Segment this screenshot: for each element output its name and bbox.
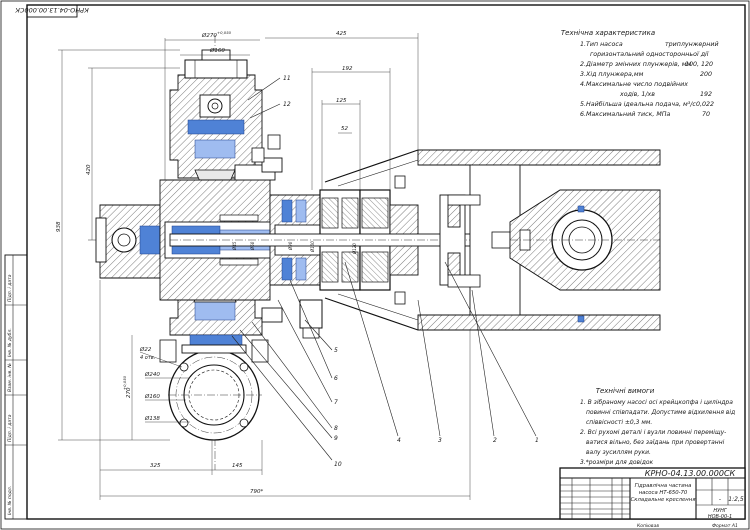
spec-label-3: 2.Діаметр змінних плунжерів, мм [580, 60, 691, 68]
dim-small-4: Ø100 [310, 241, 315, 253]
spec-value-1: триплунжерний [665, 41, 719, 48]
callout-6: 6 [334, 375, 338, 382]
dim-d240: Ø240 [144, 371, 160, 378]
format-caption: Формат А1 [712, 523, 738, 529]
title-code: КРНО-04.13.00.000СК [645, 469, 736, 478]
tech-requirements: Технічні вимоги 1. В зібраному насосі ос… [580, 387, 735, 466]
tech-req-line-2: повинні співпадати. Допустиме відхилення… [586, 409, 735, 416]
spec-value-3: 100, 120 [685, 61, 713, 68]
dim-d138: Ø138 [144, 415, 160, 422]
stamp-text: КРНО-04.13.00.000СК [15, 6, 89, 14]
dimensions: Ø270 +0,050 Ø160 425 192 125 52 420 938 … [56, 30, 471, 500]
dim-d160: Ø160 [209, 47, 225, 54]
dim-192: 192 [342, 66, 353, 72]
spec-value-8: 70 [702, 111, 710, 118]
callout-11: 11 [283, 75, 291, 82]
spec-label-7: 5.Найбільша ідеальна подача, м³/с [580, 100, 696, 108]
crosshead [509, 189, 661, 323]
dim-145: 145 [232, 463, 243, 469]
callout-3: 3 [438, 437, 442, 444]
dim-938: 938 [56, 221, 62, 232]
dim-270b-tol: +0,050 [122, 375, 127, 390]
title-name-2: насоса НТ-650-70 [639, 490, 688, 496]
dim-790: 790* [250, 489, 263, 495]
spec-label-2: горизонтальний односторонньої дії [590, 50, 710, 58]
callout-10: 10 [334, 461, 342, 468]
title-block: КРНО-04.13.00.000СК Гідравлічна частина … [559, 467, 746, 529]
dim-425: 425 [336, 31, 347, 37]
tech-req-heading: Технічні вимоги [596, 387, 655, 395]
strip-label-4: Підп. і дата [7, 414, 13, 442]
dim-125: 125 [336, 98, 347, 104]
title-name-3: Складальне креслення [631, 497, 697, 503]
dim-small-2: Ø60 [250, 241, 255, 251]
dim-52: 52 [341, 126, 348, 132]
copy-caption: Копіював [637, 523, 659, 529]
spec-label-1: 1.Тип насоса [580, 41, 623, 48]
title-org-2: НОВ-00-1 [708, 514, 732, 520]
plunger-rod [169, 233, 521, 247]
strip-label-2: Інв. № дубл. [7, 328, 13, 357]
tech-specs: Технічна характеристика 1.Тип насоса три… [561, 29, 719, 118]
dim-420: 420 [86, 164, 92, 175]
strip-label-3: Взам. інв. № [7, 363, 13, 392]
tech-req-line-5: ватися вільно, без заїдань при провертан… [586, 439, 725, 446]
dim-d160b: Ø160 [144, 393, 160, 400]
dim-d22: Ø22 [139, 346, 152, 353]
callout-4: 4 [397, 437, 401, 444]
strip-label-5: Інв. № подл. [7, 486, 13, 515]
callout-7: 7 [334, 399, 338, 406]
dim-270b: 270 [126, 387, 132, 398]
tech-req-line-1: 1. В зібраному насосі осі крейцкопфа і ц… [580, 399, 733, 406]
bolts [219, 134, 406, 305]
dim-small-1: Ø45 [232, 241, 237, 251]
tech-req-line-6: валу зусиллям руки. [586, 449, 651, 456]
tech-specs-heading: Технічна характеристика [561, 29, 655, 37]
spec-value-7: 0,022 [696, 101, 714, 108]
callouts: 1 2 3 4 5 6 7 8 9 10 11 12 [231, 75, 539, 468]
strip-label-1: Підп. і дата [7, 274, 13, 302]
tech-req-line-4: 2. Всі рухомі деталі і вузли повинні пер… [580, 429, 726, 436]
spec-label-8: 6.Максимальний тиск, МПа [580, 111, 671, 118]
dim-d270: Ø270 [201, 32, 217, 39]
callout-2: 2 [493, 437, 497, 444]
spec-label-5: 4.Максимальне число подвійних [580, 80, 688, 88]
callout-12: 12 [283, 101, 291, 108]
title-scale: 1:2,5 [728, 496, 744, 503]
dim-small-3: Ø90 [288, 241, 293, 251]
dim-small-5: Ø120 [352, 243, 357, 255]
spec-value-6: 192 [700, 91, 712, 98]
suction-flange [159, 339, 269, 441]
dim-325: 325 [150, 463, 161, 469]
spec-label-6: ходів, 1/хв [619, 90, 655, 98]
callout-1: 1 [535, 437, 539, 444]
spec-label-4: 3.Хід плунжера,мм [580, 70, 644, 78]
side-strip: Підп. і дата Інв. № дубл. Взам. інв. № П… [4, 254, 28, 520]
cylinder-cover [95, 204, 161, 279]
title-org-1: НУНГ [713, 508, 728, 514]
callout-5: 5 [334, 347, 338, 354]
tech-req-line-7: 3.*розміри для довідок [580, 459, 654, 466]
title-name-1: Гідравлічна частина [635, 483, 692, 489]
rotated-stamp: КРНО-04.13.00.000СК [15, 4, 89, 18]
tech-req-line-3: співвісності ±0,3 мм. [586, 419, 652, 426]
spec-value-4: 200 [700, 71, 712, 78]
title-sheet: - [719, 496, 721, 503]
dim-holes: 4 отв. [140, 355, 155, 361]
callout-8: 8 [334, 425, 338, 432]
dim-d270-tol: +0,050 [217, 30, 232, 35]
callout-9: 9 [334, 435, 338, 442]
